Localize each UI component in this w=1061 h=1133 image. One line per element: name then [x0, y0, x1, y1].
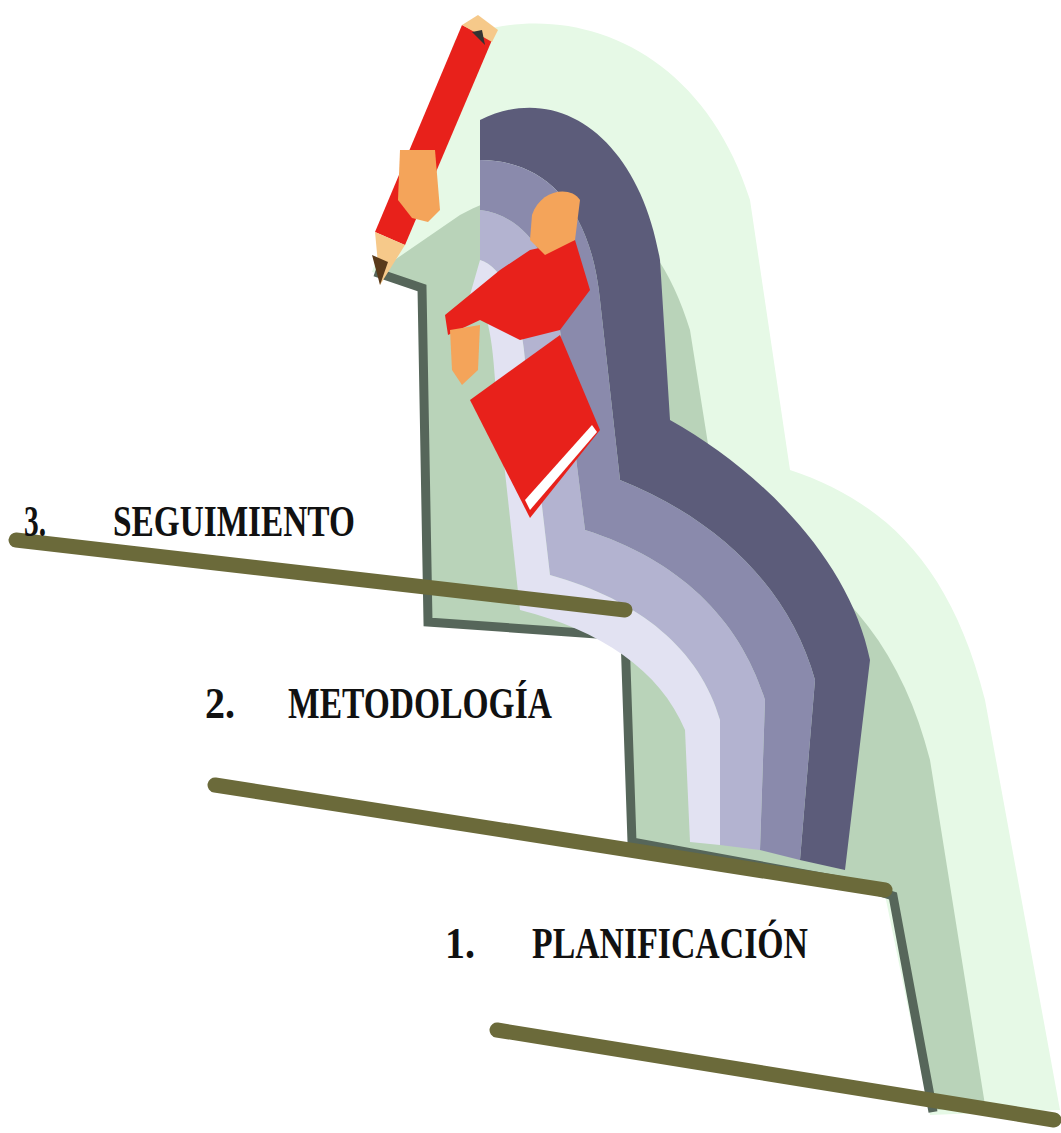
pencil-lead	[372, 255, 388, 285]
swoosh-pale	[470, 260, 720, 845]
figure-body	[445, 240, 590, 340]
step-number: 2.	[205, 682, 235, 726]
step-number: 1.	[445, 922, 475, 966]
figure-head	[530, 192, 580, 255]
step-title: PLANIFICACIÓN	[532, 922, 808, 966]
pencil	[375, 25, 492, 245]
step-bar	[16, 540, 625, 610]
pencil-eraser	[472, 30, 485, 45]
figure-hand	[450, 325, 480, 385]
step-title: METODOLOGÍA	[288, 682, 552, 726]
step-number: 3.	[24, 500, 46, 544]
step-title: SEGUIMIENTO	[113, 500, 355, 544]
step-bar	[497, 1030, 1054, 1120]
book-pages	[525, 425, 597, 510]
stair-band	[380, 191, 985, 1110]
step-bar	[215, 785, 885, 890]
hand	[398, 150, 440, 222]
swoosh-dark	[480, 108, 870, 870]
book	[470, 335, 600, 518]
stair-glow	[372, 23, 1060, 1115]
